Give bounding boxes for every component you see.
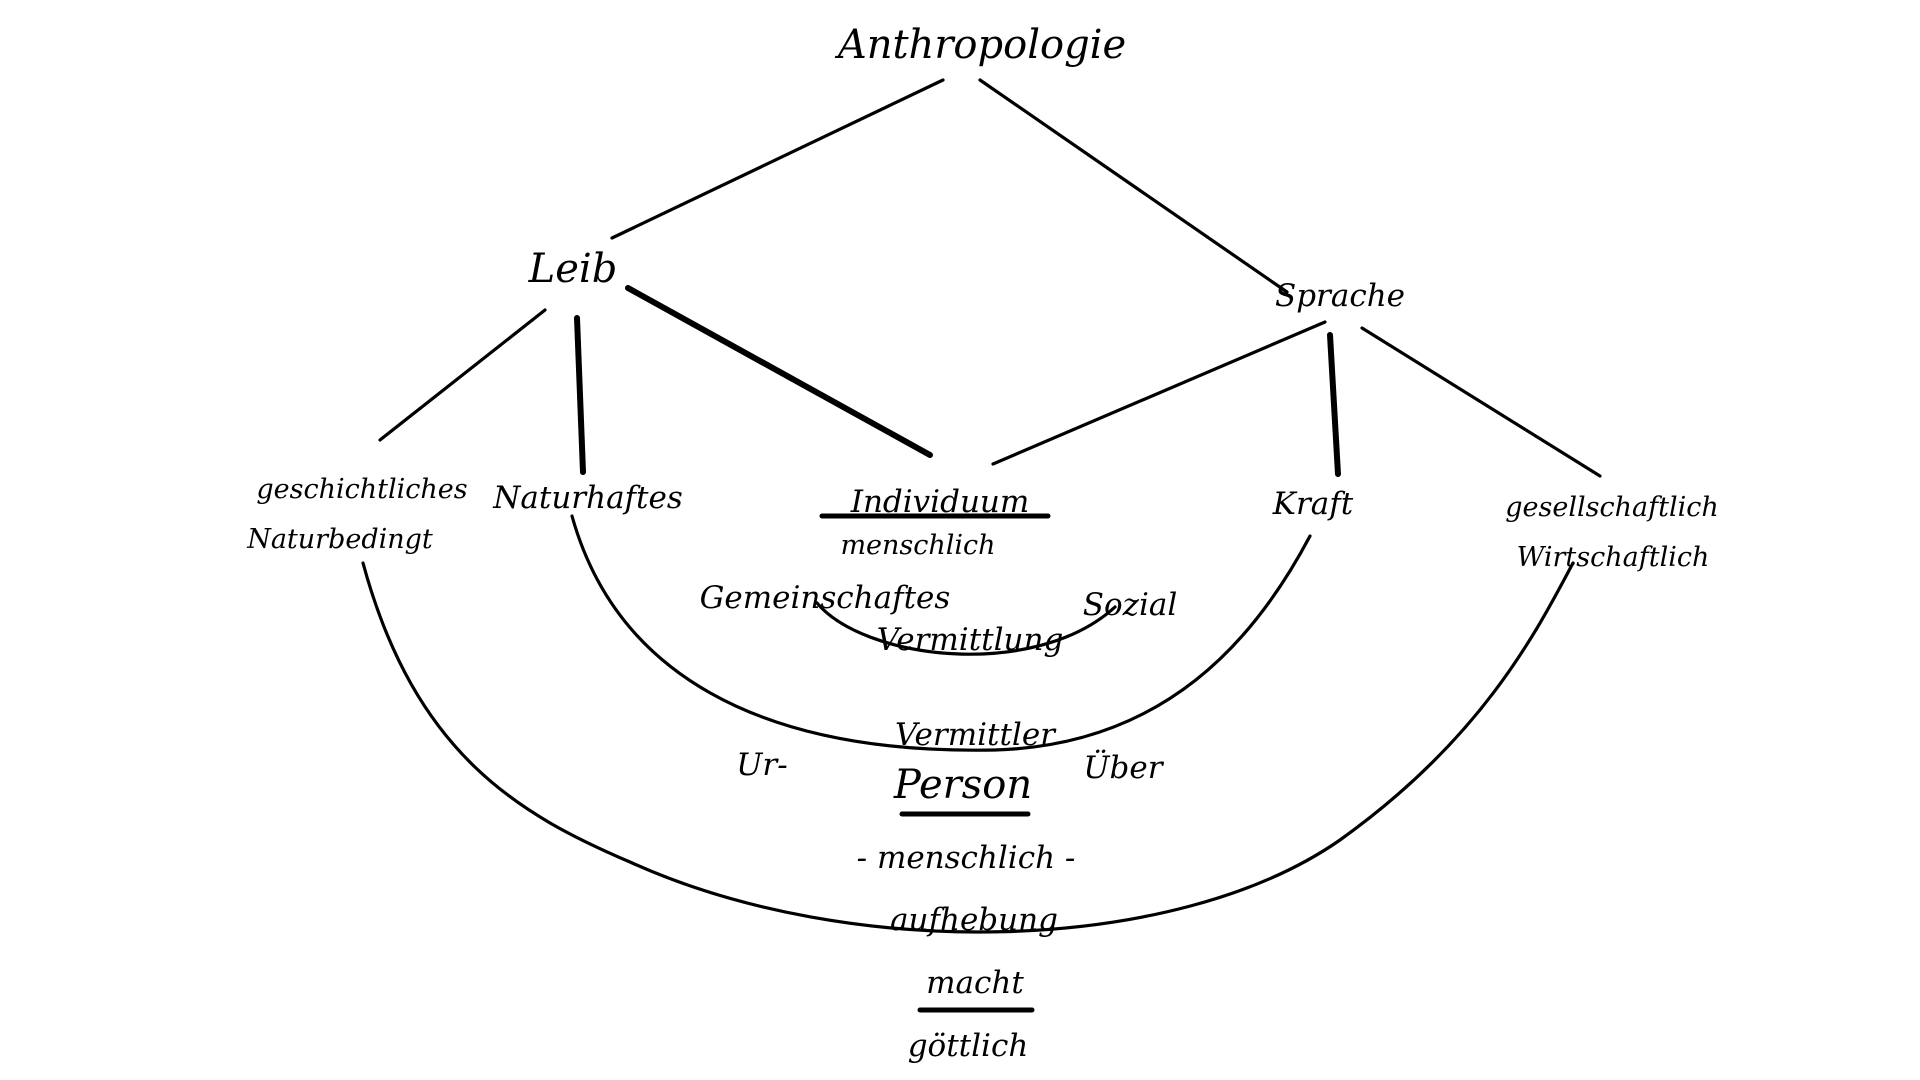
- edge-root-leib: [610, 78, 945, 240]
- edge-sprache-gesellschaftlich: [1360, 326, 1602, 478]
- node-macht: macht: [926, 965, 1024, 1001]
- node-gesellschaftlich: gesellschaftlich: [1505, 492, 1718, 523]
- node-sprache: Sprache: [1275, 278, 1405, 314]
- node-ur: Ur-: [736, 747, 787, 783]
- node-sozial: Sozial: [1083, 587, 1178, 623]
- arc-naturhaftes-kraft: [570, 514, 1312, 752]
- node-aufhebung: aufhebung: [890, 902, 1058, 938]
- edge-leib-individuum: [625, 285, 933, 458]
- node-kraft: Kraft: [1272, 486, 1354, 522]
- node-menschlich-dashed: - menschlich -: [857, 840, 1076, 876]
- node-geschichtliches: geschichtliches: [256, 474, 467, 505]
- node-wirtschaftlich: Wirtschaftlich: [1517, 542, 1710, 573]
- edge-root-sprache: [978, 78, 1289, 294]
- arc-gemeinschaftes-sozial: [815, 601, 1117, 656]
- node-anthropologie: Anthropologie: [834, 22, 1126, 68]
- node-person: Person: [893, 762, 1032, 808]
- node-vermittler: Vermittler: [895, 717, 1057, 753]
- arc-geschichtliches-gesellschaftlich: [361, 561, 1575, 934]
- edge-sprache-individuum: [991, 320, 1327, 466]
- node-gemeinschaftes: Gemeinschaftes: [700, 580, 951, 616]
- node-naturhaftes: Naturhaftes: [492, 480, 682, 516]
- node-menschlich: menschlich: [840, 530, 995, 561]
- edge-sprache-kraft: [1327, 332, 1341, 477]
- node-goettlich: göttlich: [908, 1028, 1029, 1064]
- edge-leib-naturhaftes: [574, 315, 586, 475]
- node-vermittlung: Vermittlung: [877, 622, 1064, 658]
- node-leib: Leib: [528, 246, 618, 292]
- node-ueber: Über: [1083, 748, 1164, 786]
- edge-leib-geschichtliches: [378, 308, 547, 442]
- node-naturbedingt: Naturbedingt: [246, 524, 433, 555]
